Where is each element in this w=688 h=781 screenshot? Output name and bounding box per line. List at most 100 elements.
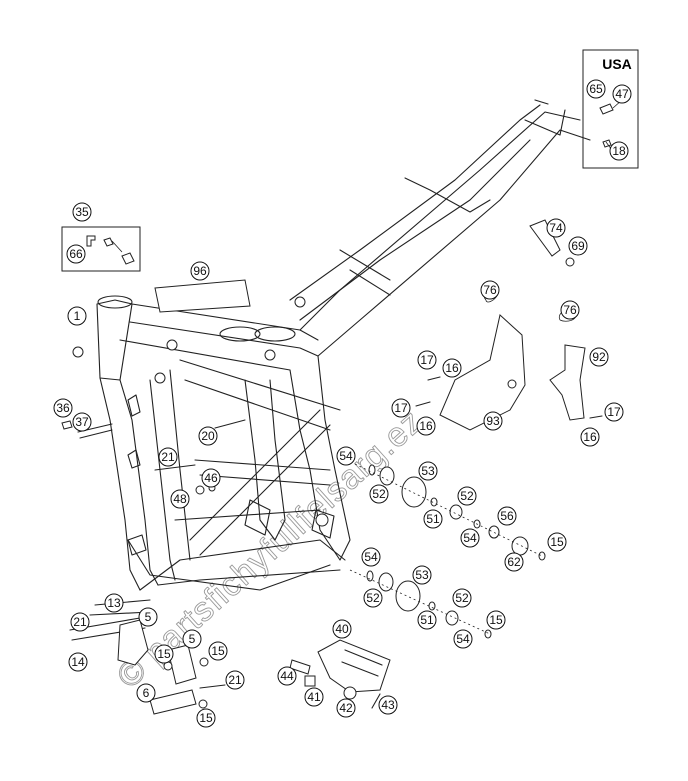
callout-15: 15 — [154, 644, 174, 664]
callout-20: 20 — [198, 426, 218, 446]
callout-54: 54 — [361, 547, 381, 567]
bearing-stack-upper — [354, 463, 546, 561]
callout-74: 74 — [546, 218, 566, 238]
callout-number: 15 — [489, 613, 503, 627]
part-92-side-plate — [549, 344, 586, 421]
callout-17: 17 — [604, 402, 624, 422]
callout-circle — [225, 670, 245, 690]
callout-93: 93 — [483, 411, 503, 431]
callout-14: 14 — [68, 652, 88, 672]
callout-51: 51 — [423, 509, 443, 529]
callout-21: 21 — [70, 612, 90, 632]
callout-number: 74 — [549, 221, 563, 235]
callout-circle — [369, 484, 389, 504]
callout-circle — [190, 261, 210, 281]
callout-circle — [104, 593, 124, 613]
callout-number: 21 — [73, 615, 87, 629]
callout-circle — [196, 708, 216, 728]
callout-circle — [198, 426, 218, 446]
callout-circle — [336, 698, 356, 718]
callout-52: 52 — [457, 486, 477, 506]
callout-number: 13 — [107, 596, 121, 610]
callout-44: 44 — [277, 666, 297, 686]
callout-circle — [480, 280, 500, 300]
callout-circle — [612, 84, 632, 104]
callout-number: 5 — [145, 610, 152, 624]
callout-circle — [53, 398, 73, 418]
callout-41: 41 — [304, 687, 324, 707]
part-74-bracket — [529, 219, 561, 257]
callout-number: 54 — [339, 449, 353, 463]
callout-circle — [361, 547, 381, 567]
callout-13: 13 — [104, 593, 124, 613]
callout-65: 65 — [586, 79, 606, 99]
callout-number: 15 — [211, 644, 225, 658]
callout-17: 17 — [391, 398, 411, 418]
callout-6: 6 — [136, 683, 156, 703]
callout-number: 44 — [280, 669, 294, 683]
callout-69: 69 — [568, 236, 588, 256]
callout-circle — [412, 565, 432, 585]
callout-circle — [68, 652, 88, 672]
callout-number: 62 — [507, 555, 521, 569]
callout-37: 37 — [72, 412, 92, 432]
callout-15: 15 — [486, 610, 506, 630]
callout-number: 53 — [415, 568, 429, 582]
callout-circle — [546, 218, 566, 238]
callout-circle — [442, 358, 462, 378]
callout-number: 15 — [157, 647, 171, 661]
callout-number: 20 — [201, 429, 215, 443]
part-93-side-plate — [439, 314, 526, 431]
callout-circle — [138, 607, 158, 627]
callout-circle — [277, 666, 297, 686]
callout-53: 53 — [412, 565, 432, 585]
callout-76: 76 — [480, 280, 500, 300]
callout-circle — [66, 244, 86, 264]
callout-circle — [460, 528, 480, 548]
callout-47: 47 — [612, 84, 632, 104]
callout-circle — [304, 687, 324, 707]
callout-number: 92 — [592, 350, 606, 364]
callout-circle — [391, 398, 411, 418]
callout-53: 53 — [418, 461, 438, 481]
callout-circle — [452, 588, 472, 608]
callout-number: 66 — [69, 247, 83, 261]
callout-56: 56 — [497, 506, 517, 526]
callout-21: 21 — [158, 447, 178, 467]
callout-number: 76 — [563, 303, 577, 317]
callout-number: 56 — [500, 509, 514, 523]
callout-54: 54 — [453, 629, 473, 649]
callout-number: 65 — [589, 82, 603, 96]
callout-circle — [336, 446, 356, 466]
callout-number: 51 — [420, 613, 434, 627]
callout-number: 54 — [463, 531, 477, 545]
callout-number: 40 — [335, 622, 349, 636]
callout-54: 54 — [336, 446, 356, 466]
frame-assembly — [72, 99, 591, 591]
callout-number: 5 — [189, 632, 196, 646]
callout-52: 52 — [363, 588, 383, 608]
callout-circle — [604, 402, 624, 422]
callout-36: 36 — [53, 398, 73, 418]
callout-number: 52 — [460, 489, 474, 503]
callout-circle — [497, 506, 517, 526]
callout-46: 46 — [201, 468, 221, 488]
callout-number: 37 — [75, 415, 89, 429]
callout-17: 17 — [417, 350, 437, 370]
callout-circle — [378, 695, 398, 715]
callout-circle — [70, 612, 90, 632]
callout-number: 6 — [143, 686, 150, 700]
callout-number: 17 — [607, 405, 621, 419]
callout-circle — [589, 347, 609, 367]
callout-circle — [423, 509, 443, 529]
callout-number: 54 — [456, 632, 470, 646]
callout-16: 16 — [442, 358, 462, 378]
callout-number: 15 — [199, 711, 213, 725]
callout-number: 21 — [228, 673, 242, 687]
usa-label: USA — [602, 56, 632, 72]
callout-number: 48 — [173, 492, 187, 506]
callout-circle — [154, 644, 174, 664]
callout-circle — [453, 629, 473, 649]
bearing-stack-lower — [349, 569, 492, 639]
